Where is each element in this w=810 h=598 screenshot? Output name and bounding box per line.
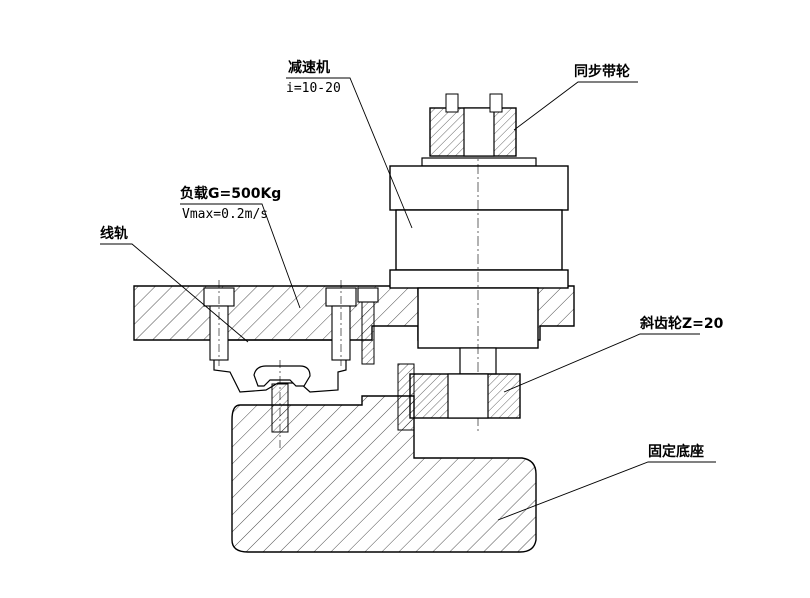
- label-load: 负载G=500Kg: [180, 185, 281, 202]
- helical-gear: [397, 363, 521, 431]
- label-pulley: 同步带轮: [574, 63, 630, 80]
- fixed-base: [231, 395, 537, 553]
- label-speed: Vmax=0.2m/s: [182, 207, 268, 222]
- leader-lines: [100, 77, 716, 521]
- label-bevel-gear: 斜齿轮Z=20: [639, 315, 724, 332]
- timing-pulley: [429, 93, 517, 157]
- label-ratio: i=10-20: [286, 81, 341, 96]
- cap-screws: [203, 280, 379, 366]
- label-rail: 线轨: [100, 225, 128, 242]
- rail-profile: [253, 365, 311, 387]
- label-base: 固定底座: [648, 443, 704, 460]
- label-reducer: 减速机: [288, 59, 330, 76]
- gear-reducer: [389, 110, 569, 432]
